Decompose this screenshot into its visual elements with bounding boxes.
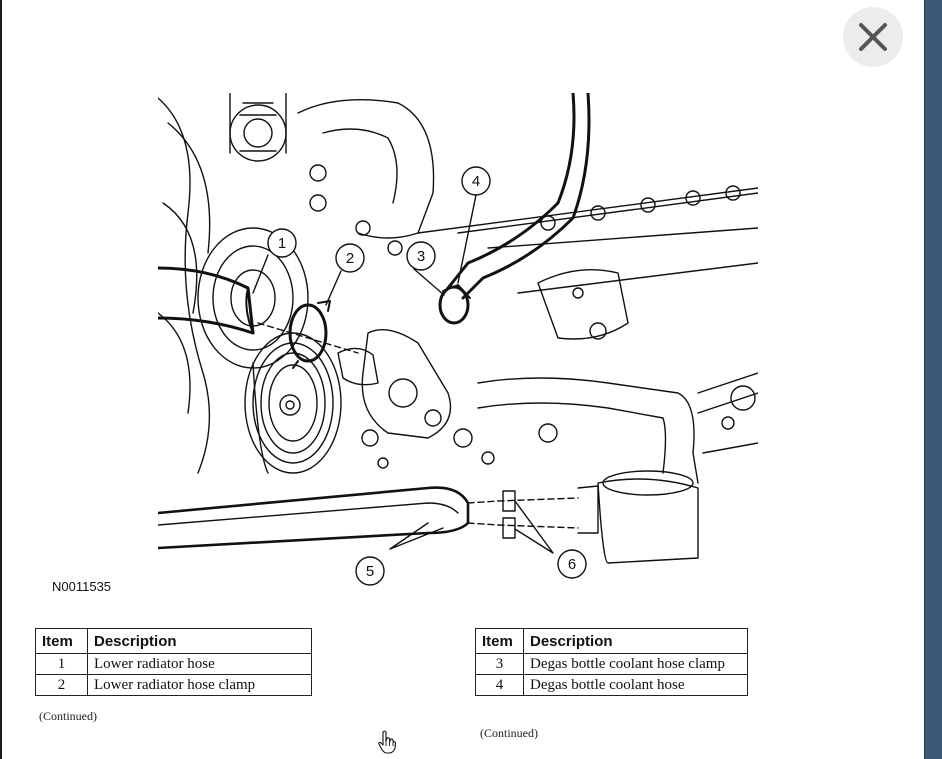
item-description: Lower radiator hose clamp [87, 674, 312, 696]
continued-note-right: (Continued) [480, 726, 538, 740]
callout-6-label: 6 [568, 556, 576, 573]
callout-1 [267, 228, 297, 258]
column-header-description: Description [523, 628, 748, 654]
item-number: 4 [475, 674, 524, 696]
item-number: 1 [35, 653, 88, 675]
engine-cooling-diagram: 1 2 3 4 5 6 [158, 93, 758, 586]
callout-6 [557, 549, 587, 579]
item-description: Degas bottle coolant hose [523, 674, 748, 696]
item-number: 3 [475, 653, 524, 675]
parts-table-right: Item Description 3 Degas bottle coolant … [475, 628, 748, 696]
callout-2-label: 2 [346, 250, 354, 267]
viewer-left-border [0, 0, 2, 759]
column-header-item: Item [475, 628, 524, 654]
column-header-description: Description [87, 628, 312, 654]
item-number: 2 [35, 674, 88, 696]
item-description: Degas bottle coolant hose clamp [523, 653, 748, 675]
table-row: 4 Degas bottle coolant hose [475, 674, 748, 696]
table-row: 1 Lower radiator hose [35, 653, 312, 675]
callout-5-label: 5 [366, 563, 374, 580]
table-header-row: Item Description [475, 628, 748, 654]
callout-3 [406, 241, 436, 271]
callout-3-label: 3 [417, 248, 425, 265]
close-button[interactable] [843, 7, 903, 67]
hand-pointer-icon [378, 730, 397, 754]
close-icon [859, 23, 887, 51]
table-row: 3 Degas bottle coolant hose clamp [475, 653, 748, 675]
column-header-item: Item [35, 628, 88, 654]
viewer-side-bar [924, 0, 942, 759]
callout-1-label: 1 [278, 235, 286, 252]
figure-id: N0011535 [52, 579, 112, 594]
item-description: Lower radiator hose [87, 653, 312, 675]
callout-5 [355, 556, 385, 586]
continued-note-left: (Continued) [39, 709, 97, 723]
callout-2 [335, 243, 365, 273]
table-row: 2 Lower radiator hose clamp [35, 674, 312, 696]
parts-table-left: Item Description 1 Lower radiator hose 2… [35, 628, 312, 696]
callout-4-label: 4 [472, 173, 480, 190]
table-header-row: Item Description [35, 628, 312, 654]
callout-4 [461, 166, 491, 196]
